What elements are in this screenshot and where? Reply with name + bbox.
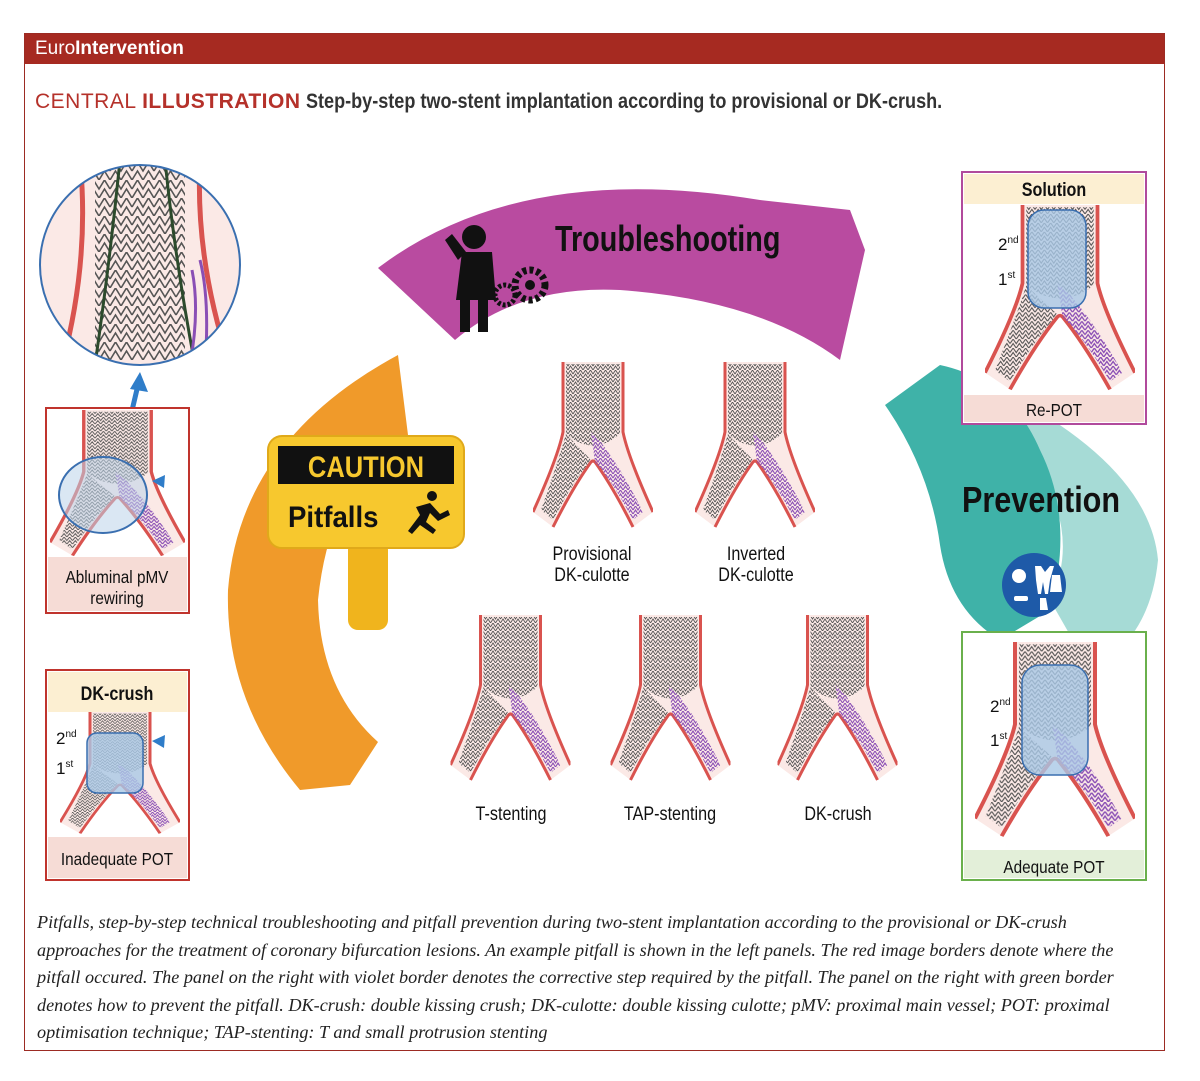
inadequate-pot-label: Inadequate POT <box>61 849 173 869</box>
inverted-dkculotte-figure <box>695 362 815 527</box>
tstenting-label: T-stenting <box>476 803 547 825</box>
repot-label: Re-POT <box>1026 400 1082 420</box>
adequate-pot-panel: 2nd 1st Adequate POT <box>961 631 1147 881</box>
solution-first-label: 1st <box>998 270 1015 289</box>
prevention-arc-light <box>1010 395 1158 670</box>
protective-equipment-icon <box>1002 553 1066 617</box>
center-techniques: Provisional DK-culotte Inverted DK-culot… <box>451 362 898 824</box>
troubleshooting-person-gears-icon <box>445 225 549 332</box>
provisional-dkculotte-figure <box>533 362 653 527</box>
triangle-pointer-icon <box>152 735 165 748</box>
dkcrush-label: DK-crush <box>804 803 871 825</box>
inverted-line1: Inverted <box>727 543 785 565</box>
dk-first-label: 1st <box>56 759 73 778</box>
dkcrush-figure <box>778 615 898 780</box>
kicker-bold: ILLUSTRATION <box>142 90 301 113</box>
troubleshooting-arc <box>378 189 865 360</box>
dk-second-label: 2nd <box>56 729 77 748</box>
triangle-pointer-icon <box>152 475 165 488</box>
kicker-plain: CENTRAL <box>35 90 136 113</box>
tstenting-figure <box>451 615 571 780</box>
magnified-view <box>39 164 241 366</box>
adequate-first-label: 1st <box>990 731 1007 750</box>
provisional-line2: DK-culotte <box>554 564 630 586</box>
provisional-line1: Provisional <box>553 543 632 565</box>
solution-header: Solution <box>1022 179 1087 201</box>
journal-header: EuroIntervention <box>25 34 1164 64</box>
brand-bold: Intervention <box>75 38 184 59</box>
caution-sign: CAUTION Pitfalls <box>267 435 465 630</box>
pitfalls-label: Pitfalls <box>288 501 378 534</box>
adequate-pot-label: Adequate POT <box>1003 857 1104 877</box>
abluminal-line1: Abluminal pMV <box>66 567 170 587</box>
figure-caption: Pitfalls, step-by-step technical trouble… <box>37 912 1114 1042</box>
tapstenting-label: TAP-stenting <box>624 803 716 825</box>
tapstenting-figure <box>611 615 731 780</box>
troubleshooting-label: Troubleshooting <box>555 218 780 259</box>
solution-second-label: 2nd <box>998 235 1019 254</box>
dkcrush-panel-header: DK-crush <box>81 683 154 705</box>
adequate-second-label: 2nd <box>990 697 1011 716</box>
title-kicker: CENTRAL ILLUSTRATION <box>35 90 301 113</box>
prevention-label: Prevention <box>962 481 1120 521</box>
dkcrush-inadequate-panel: DK-crush 2nd 1st Inadequate POT <box>45 669 190 881</box>
abluminal-line2: rewiring <box>90 588 144 608</box>
brand-plain: Euro <box>35 38 76 59</box>
figure-title: CENTRAL ILLUSTRATION Step-by-step two-st… <box>35 90 1046 114</box>
title-text: Step-by-step two-stent implantation acco… <box>306 90 943 113</box>
caution-label: CAUTION <box>308 450 424 483</box>
inverted-line2: DK-culotte <box>718 564 794 586</box>
slipping-person-icon <box>408 491 450 534</box>
abluminal-panel: Abluminal pMV rewiring <box>45 407 190 614</box>
solution-panel: Solution 2nd 1st Re-POT <box>961 171 1147 425</box>
